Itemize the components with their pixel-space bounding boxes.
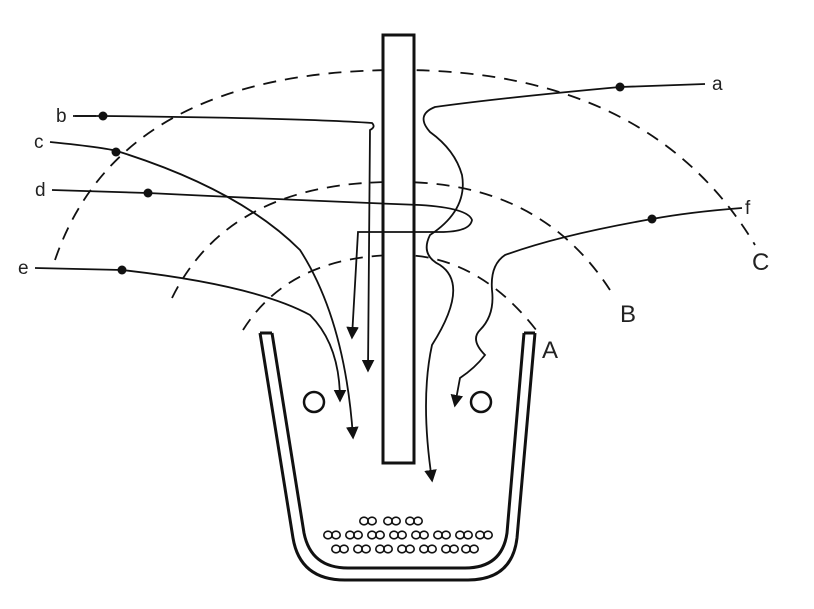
deposit-particle-5 <box>368 531 384 539</box>
deposit-particle-17 <box>462 545 478 553</box>
central-rod <box>383 35 414 463</box>
deposit-particle-16 <box>442 545 458 553</box>
trajectory-f <box>455 208 742 405</box>
particle-dot-icon-c <box>112 148 121 157</box>
particle-dot-icon-f <box>648 215 657 224</box>
deposit-particle-4 <box>346 531 362 539</box>
deposit-particle-13 <box>376 545 392 553</box>
collected-deposit <box>324 517 492 553</box>
deposit-particle-12 <box>354 545 370 553</box>
label-e: e <box>18 258 29 279</box>
deposit-particle-8 <box>434 531 450 539</box>
deposit-particle-9 <box>456 531 472 539</box>
trajectory-a <box>424 84 705 480</box>
deposit-particle-1 <box>384 517 400 525</box>
label-b: b <box>56 106 67 127</box>
deposit-particle-10 <box>476 531 492 539</box>
deposit-particle-11 <box>332 545 348 553</box>
deposit-particle-15 <box>420 545 436 553</box>
deposit-particle-2 <box>406 517 422 525</box>
particle-dot-icon-a <box>616 83 625 92</box>
right-circle-icon <box>471 392 491 412</box>
deposit-particle-6 <box>390 531 406 539</box>
deposit-particle-14 <box>398 545 414 553</box>
arc-labels: A B C <box>542 249 769 364</box>
label-a: a <box>712 74 723 95</box>
left-circle-icon <box>304 392 324 412</box>
deposit-particle-0 <box>360 517 376 525</box>
deposit-particle-7 <box>412 531 428 539</box>
label-f: f <box>745 198 751 219</box>
particles <box>99 83 657 275</box>
label-arc-C: C <box>752 249 769 276</box>
label-d: d <box>35 180 46 201</box>
trajectory-c <box>50 142 353 437</box>
deposit-particle-3 <box>324 531 340 539</box>
label-arc-B: B <box>620 301 636 328</box>
label-c: c <box>34 132 44 153</box>
trajectory-e <box>35 268 340 400</box>
particle-dot-icon-d <box>144 189 153 198</box>
particle-dot-icon-b <box>99 112 108 121</box>
label-arc-A: A <box>542 337 558 364</box>
particle-dot-icon-e <box>118 266 127 275</box>
